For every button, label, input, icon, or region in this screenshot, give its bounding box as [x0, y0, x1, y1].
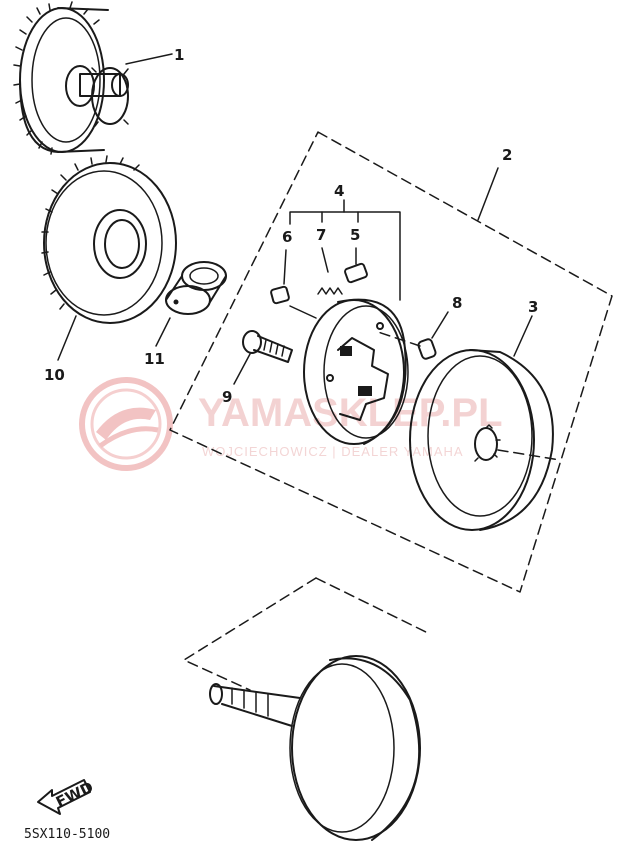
watermark-subtitle: WOJCIECHOWICZ | DEALER YAMAHA [202, 444, 464, 459]
part-3-clutch-plate [409, 349, 561, 531]
part-9-bolt [233, 330, 293, 385]
callout-10: 10 [44, 366, 65, 384]
fwd-label: FWD [53, 778, 96, 811]
callout-3: 3 [528, 298, 538, 316]
watermark-title: YAMASKLEP.PL [198, 391, 503, 435]
diagram-code: 5SX110-5100 [24, 827, 110, 842]
rotor-shaft [209, 655, 421, 841]
lower-guide-2 [315, 577, 431, 635]
leader-6b [289, 305, 317, 319]
part-10-idler-gear [41, 155, 177, 324]
leader-10 [57, 315, 77, 361]
leader-11 [155, 317, 171, 347]
callout-5: 5 [350, 226, 360, 244]
callout-6: 6 [282, 228, 292, 246]
watermark: YAMASKLEP.PL WOJCIECHOWICZ | DEALER YAMA… [79, 377, 503, 471]
callout-1: 1 [174, 46, 184, 64]
leader-2 [477, 167, 499, 221]
callout-8: 8 [452, 294, 462, 312]
assembly-frame [169, 131, 613, 593]
fwd-arrow-icon: FWD [37, 778, 96, 815]
part-6-spring-cap [270, 249, 290, 305]
lower-guide [183, 577, 317, 691]
leader-1 [125, 53, 173, 65]
callout-11: 11 [144, 350, 165, 368]
callout-4: 4 [334, 182, 344, 200]
leader-3 [513, 315, 533, 357]
part-7-spring [317, 247, 343, 295]
callout-9: 9 [222, 388, 232, 406]
part-5-roller [344, 247, 368, 284]
kit-bracket-4 [289, 199, 401, 301]
part-8-pin [377, 311, 449, 360]
callout-2: 2 [502, 146, 512, 164]
callout-7: 7 [316, 226, 326, 244]
part-1-gear [13, 1, 129, 155]
part-11-bushing [165, 261, 227, 315]
